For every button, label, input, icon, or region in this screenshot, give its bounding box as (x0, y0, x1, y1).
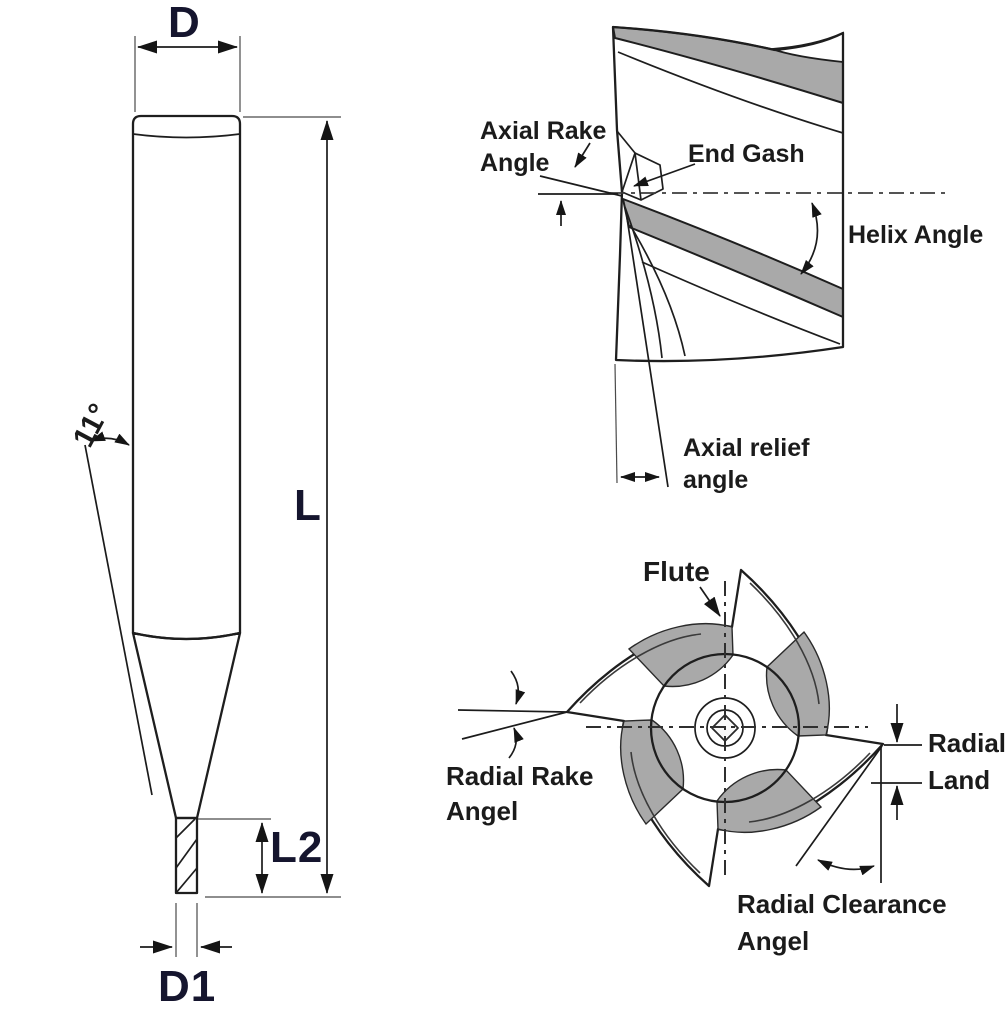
radial-rake-reference-line (457, 709, 568, 713)
end-tooth-curve (629, 224, 686, 357)
relief-angle-line (626, 217, 669, 488)
d-label: D (168, 0, 201, 47)
clearance-arc-arrow (817, 859, 875, 876)
land-boundary-line (579, 633, 702, 704)
axial-rake-label-line1: Axial Rake (480, 117, 607, 145)
radial-land-label-line1: Radial (928, 728, 1005, 758)
shank-cap-line (132, 133, 241, 139)
end-gash-pointer-arrow (633, 163, 696, 187)
l-label: L (294, 481, 322, 530)
end-closeup-group: Axial Rake Angle End Gash Helix Angle Ax… (480, 25, 983, 494)
side-view-group: D 11° L L2 D1 (67, 0, 341, 1011)
taper-angle-arc-arrow (90, 431, 130, 446)
axial-relief-label-line1: Axial relief (683, 434, 810, 462)
closeup-outline (611, 25, 845, 363)
radial-rake-arrow-top (510, 670, 526, 705)
radial-rake-label-line2: Angel (446, 796, 518, 826)
taper-cone (131, 631, 242, 820)
helix-angle-arc-arrow (800, 202, 822, 275)
shank-body (131, 114, 242, 641)
axial-rake-label-line2: Angle (480, 149, 550, 177)
end-gash-label: End Gash (688, 140, 805, 168)
radial-rake-label-line1: Radial Rake (446, 761, 593, 791)
taper-angle-line (84, 444, 153, 796)
radial-clearance-label-line1: Radial Clearance (737, 889, 947, 919)
tip-flute-line (175, 818, 196, 839)
flute-pointer-arrow (699, 586, 721, 617)
end-view-group: Flute Radial Rake Angel Radial Land Radi… (446, 556, 1005, 956)
helix-angle-label: Helix Angle (848, 221, 983, 249)
tip-flute-line (175, 838, 198, 869)
relief-extension-line (614, 363, 618, 484)
end-gash-face-line (616, 130, 636, 154)
rake-angle-line (539, 175, 623, 197)
clearance-angle-line (795, 745, 883, 867)
end-gash-fold-line (634, 152, 642, 201)
end-tooth-curve (624, 206, 663, 359)
axial-rake-pointer-arrow (574, 142, 591, 168)
flute-boundary-curve (617, 51, 844, 134)
tip-flute-line (175, 867, 198, 894)
radial-rake-angle-line (461, 711, 568, 740)
taper-angle-label: 11° (67, 398, 117, 452)
radial-land-label-line2: Land (928, 765, 990, 795)
radial-clearance-label-line2: Angel (737, 926, 809, 956)
l2-label: L2 (270, 823, 323, 872)
flute-label: Flute (643, 556, 710, 587)
radial-rake-arrow-bottom (508, 727, 524, 759)
flute-boundary-curve-lower (641, 261, 841, 345)
axial-relief-label-line2: angle (683, 466, 748, 494)
d1-label: D1 (158, 962, 216, 1011)
end-gash-notch (621, 152, 664, 201)
